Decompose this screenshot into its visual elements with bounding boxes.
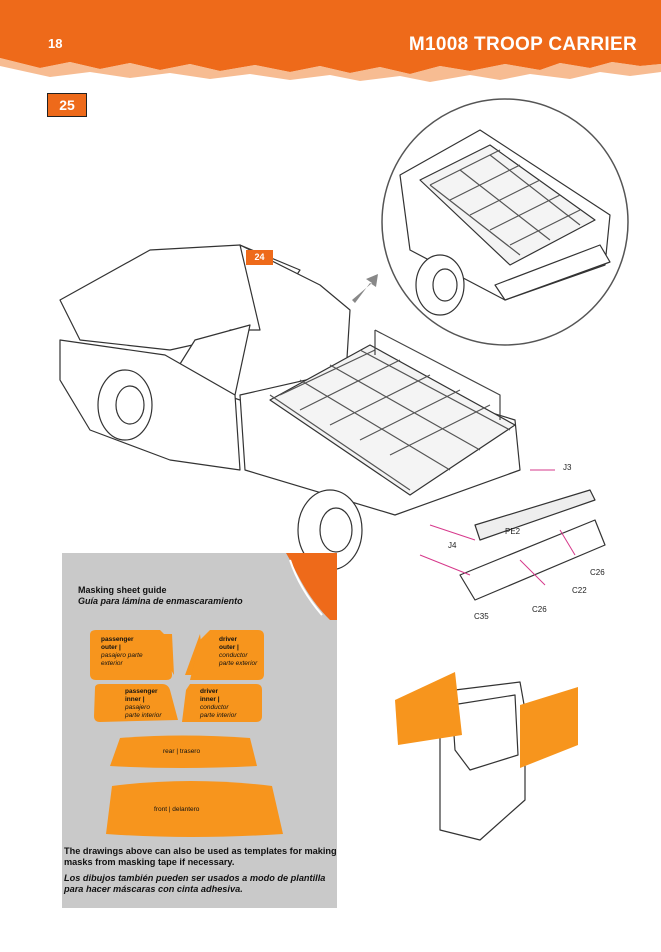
reference-step-badge: 24 [246, 250, 273, 265]
part-label-j3: J3 [563, 463, 572, 472]
label-driver-outer: driver outer | conductor parte exterior [219, 636, 258, 667]
label-driver-inner: driver inner | conductor parte interior [200, 688, 237, 719]
label-front: front | delantero [154, 806, 200, 813]
truck-bed-floor [269, 344, 516, 496]
rear-bumper [459, 519, 606, 601]
page-title: M1008 TROOP CARRIER [408, 34, 637, 55]
door-mask-outer [395, 672, 462, 745]
mask-passenger-outer [90, 630, 172, 680]
part-label-c22: C22 [572, 586, 587, 595]
masking-sheet-panel [62, 553, 337, 908]
template-note-spanish: Los dibujos también pueden ser usados a … [64, 873, 326, 894]
mask-driver-outer [190, 630, 264, 680]
part-label-c26-left: C26 [532, 605, 547, 614]
zoom-arrow [352, 274, 378, 303]
mask-passenger-inner [94, 684, 178, 722]
template-note-english: The drawings above can also be used as t… [64, 846, 337, 867]
masking-guide-subtitle: Guía para lámina de enmascaramiento [78, 596, 243, 606]
label-passenger-inner: passenger inner | pasajero parte interio… [125, 688, 162, 719]
part-label-pe2: PE2 [505, 527, 521, 536]
license-plate-bracket [474, 489, 596, 541]
header-banner [0, 0, 661, 82]
door-mask-inner [520, 687, 578, 768]
mask-driver-inner [182, 684, 262, 722]
step-number-badge: 25 [47, 93, 87, 117]
part-label-j4: J4 [448, 541, 457, 550]
part-label-c35: C35 [474, 612, 489, 621]
mask-front [106, 781, 283, 837]
masking-guide-title: Masking sheet guide [78, 585, 167, 595]
page-number: 18 [48, 36, 63, 51]
label-rear: rear | trasero [163, 748, 201, 755]
mask-rear [110, 735, 257, 768]
part-label-c26-right: C26 [590, 568, 605, 577]
mask-passenger-triangle [150, 634, 174, 675]
label-passenger-outer: passenger outer | pasajero parte exterio… [101, 636, 143, 667]
